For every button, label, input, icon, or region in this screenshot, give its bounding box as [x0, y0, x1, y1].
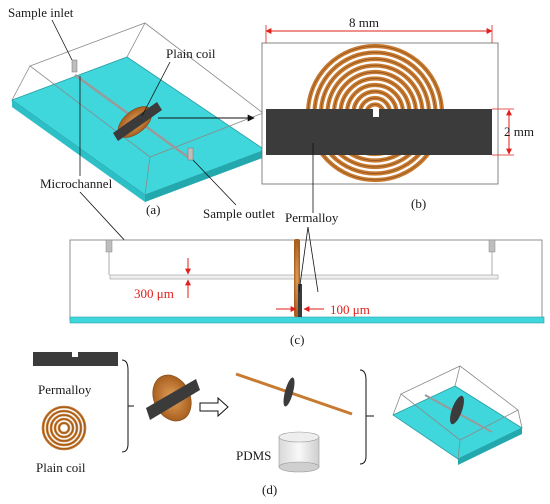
- microchannel-side: [109, 274, 499, 280]
- coil-turn-edge: [42, 406, 86, 450]
- leader-permalloy-c1: [298, 226, 309, 293]
- permalloy-strip-d: [33, 352, 118, 366]
- chip-base-side: [12, 100, 145, 202]
- final-chip-base: [392, 385, 523, 460]
- substrate-side: [69, 316, 545, 324]
- label-plain-coil-d: Plain coil: [36, 460, 86, 475]
- dim-300um-label: 300 μm: [134, 286, 174, 301]
- permalloy-notch: [373, 109, 379, 117]
- label-sample-inlet: Sample inlet: [8, 5, 74, 20]
- dim-8mm-label: 8 mm: [349, 15, 379, 30]
- outlet-post: [187, 147, 194, 161]
- coil-turn-edge: [50, 414, 78, 442]
- panel-a-chip: [11, 22, 266, 202]
- panel-label-b: (b): [411, 196, 426, 211]
- assembled-permalloy: [146, 379, 200, 420]
- leader-plain-coil: [141, 61, 171, 117]
- dim-100um-label: 100 μm: [330, 302, 370, 317]
- port-right: [488, 239, 496, 253]
- panel-c-sideview: [69, 239, 545, 324]
- coil-turn-edge: [58, 422, 70, 434]
- chip-base-front: [145, 150, 265, 202]
- panel-b-topview: [261, 42, 499, 185]
- pdms-side-outline: [69, 239, 543, 321]
- plain-coil-d: [41, 405, 87, 451]
- label-plain-coil: Plain coil: [166, 46, 216, 61]
- label-permalloy-d: Permalloy: [38, 382, 92, 397]
- panel-label-a: (a): [146, 202, 160, 217]
- coil-turn-edge: [54, 418, 74, 438]
- dim-2mm-label: 2 mm: [504, 124, 534, 139]
- leader-sample-outlet: [192, 159, 237, 206]
- label-permalloy: Permalloy: [285, 210, 339, 225]
- final-chip-pdms-outline: [392, 365, 523, 460]
- coil-on-rod: [283, 377, 295, 407]
- rod: [235, 372, 353, 416]
- permalloy-in-chip: [113, 102, 162, 141]
- process-arrow: [199, 396, 229, 418]
- label-microchannel: Microchannel: [40, 176, 113, 191]
- permalloy-strip-d-notch: [72, 352, 78, 357]
- panel-d-flow: [33, 352, 523, 473]
- panel-label-d: (d): [262, 482, 277, 497]
- coil-turn-edge: [46, 410, 82, 446]
- label-pdms: PDMS: [236, 448, 271, 463]
- pdms-cylinder-top: [278, 431, 320, 443]
- port-left: [105, 239, 113, 253]
- leader-permalloy-c2: [307, 226, 319, 293]
- permalloy-side: [298, 284, 302, 317]
- label-sample-outlet: Sample outlet: [203, 206, 275, 221]
- panel-label-c: (c): [290, 332, 304, 347]
- inlet-post: [71, 59, 78, 73]
- bracket-right: [359, 369, 367, 465]
- leader-sample-inlet: [51, 19, 73, 61]
- pdms-cylinder-bottom: [278, 461, 320, 473]
- final-chip-front: [458, 428, 522, 465]
- bracket-left: [121, 359, 129, 453]
- final-chip-coil: [450, 395, 464, 425]
